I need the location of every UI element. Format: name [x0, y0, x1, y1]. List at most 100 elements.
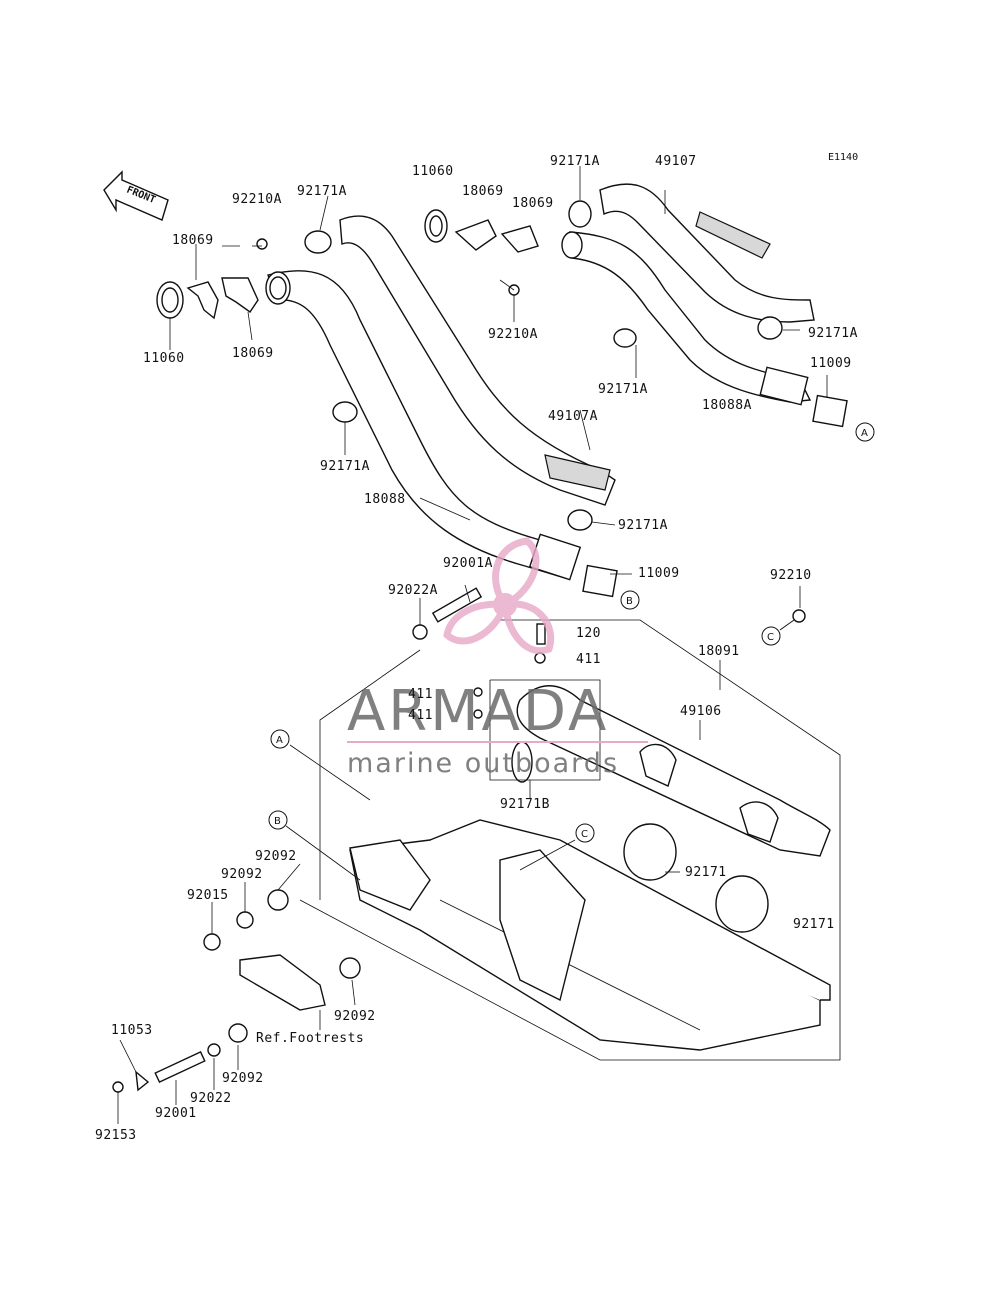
label-92171a-center: 92171A: [598, 382, 648, 397]
callout-a-lower: A: [270, 729, 290, 749]
washer-92022a: [412, 624, 428, 640]
label-92210a-left: 92210A: [232, 192, 282, 207]
damper-92092-b: [236, 911, 254, 929]
heat-cover-49107: [599, 183, 815, 323]
heat-cover-49106: [516, 685, 831, 857]
label-92022a: 92022A: [388, 583, 438, 598]
label-18091: 18091: [698, 644, 740, 659]
label-11009-mid: 11009: [638, 566, 680, 581]
label-92022: 92022: [190, 1091, 232, 1106]
label-18088: 18088: [364, 492, 406, 507]
label-92210a-mid: 92210A: [488, 327, 538, 342]
damper-92092-d: [228, 1023, 248, 1043]
bolt-92001: [154, 1050, 206, 1084]
label-92092-b: 92092: [221, 867, 263, 882]
label-411-c: 411: [408, 708, 433, 723]
label-49107a: 49107A: [548, 409, 598, 424]
label-92092-a: 92092: [255, 849, 297, 864]
clamp-92171a-mid: [567, 509, 593, 531]
clamp-92171a-top: [568, 200, 592, 228]
flange-18069-top: [454, 219, 497, 251]
footrest-bracket: [239, 954, 326, 1011]
flange-18069-lower: [221, 277, 259, 313]
label-11060-top: 11060: [412, 164, 454, 179]
label-92092-d: 92092: [222, 1071, 264, 1086]
clamp-92171a-lowleft: [332, 401, 358, 423]
label-92001a: 92001A: [443, 556, 493, 571]
clamp-92171a-center: [613, 328, 637, 348]
propeller-blade-icon: [492, 537, 540, 610]
label-120: 120: [576, 626, 601, 641]
watermark-logo: ARMADA marine outboards: [347, 537, 648, 779]
label-92171-b: 92171: [793, 917, 835, 932]
ref-footrests-label: Ref.Footrests: [256, 1031, 364, 1046]
watermark-brand: ARMADA: [347, 679, 609, 744]
svg-text:C: C: [767, 632, 774, 643]
collar-11053: [135, 1070, 150, 1092]
nut-92210: [792, 609, 806, 623]
label-411-b: 411: [408, 687, 433, 702]
label-92092-c: 92092: [334, 1009, 376, 1024]
label-49106: 49106: [680, 704, 722, 719]
diagram-code: E1140: [828, 152, 858, 163]
nut-92015: [203, 933, 221, 951]
svg-text:B: B: [274, 816, 281, 827]
label-92171a-left: 92171A: [297, 184, 347, 199]
callout-c-upper: C: [761, 626, 781, 646]
nut-411-c: [473, 709, 483, 719]
label-92153: 92153: [95, 1128, 137, 1143]
label-92171a-right: 92171A: [808, 326, 858, 341]
exhaust-pipe-18088: [265, 270, 582, 581]
callout-b-lower: B: [268, 810, 288, 830]
clamp-92171-lower: [715, 875, 769, 933]
nut-92210a-left: [256, 238, 268, 250]
front-arrow-icon: FRONT: [103, 170, 169, 221]
callout-c-lower: C: [575, 823, 595, 843]
muffler-bracket: [499, 849, 586, 1002]
callout-a-upper: A: [855, 422, 875, 442]
label-18069-lower: 18069: [232, 346, 274, 361]
clamp-92171-upper: [623, 823, 677, 881]
bolt-120: [536, 623, 546, 645]
muffler-18091: [349, 819, 831, 1051]
label-92210: 92210: [770, 568, 812, 583]
sleeve-11009-right: [812, 394, 848, 428]
clamp-92171a-left: [304, 230, 332, 254]
exhaust-pipe-18088a: [561, 231, 812, 406]
nut-411-b: [473, 687, 483, 697]
label-18088a: 18088A: [702, 398, 752, 413]
svg-text:A: A: [861, 428, 868, 439]
nut-411-a: [534, 652, 546, 664]
label-18069-mid: 18069: [512, 196, 554, 211]
label-92171a-mid: 92171A: [618, 518, 668, 533]
svg-text:B: B: [626, 596, 633, 607]
damper-92092-c: [339, 957, 361, 979]
label-18069-left: 18069: [172, 233, 214, 248]
sleeve-11009-mid: [582, 564, 618, 598]
label-92171-a: 92171: [685, 865, 727, 880]
washer-92022: [207, 1043, 221, 1057]
label-92015: 92015: [187, 888, 229, 903]
label-18069-top: 18069: [462, 184, 504, 199]
callout-b-upper: B: [620, 590, 640, 610]
label-11009-right: 11009: [810, 356, 852, 371]
bolt-92001a: [431, 587, 483, 623]
label-11060-left: 11060: [143, 351, 185, 366]
watermark-tagline: marine outboards: [347, 748, 619, 779]
label-11053: 11053: [111, 1023, 153, 1038]
flange-18069-mid: [500, 225, 539, 253]
svg-text:A: A: [276, 735, 283, 746]
label-92171a-lowleft: 92171A: [320, 459, 370, 474]
svg-text:C: C: [581, 829, 588, 840]
label-411-a: 411: [576, 652, 601, 667]
label-49107-top: 49107: [655, 154, 697, 169]
clamp-92171a-right: [757, 316, 783, 340]
damper-92092-a: [267, 889, 289, 911]
inlet-pipe: [349, 839, 431, 911]
flange-18069-left: [186, 281, 219, 320]
bolt-92153: [112, 1081, 124, 1093]
label-92001: 92001: [155, 1106, 197, 1121]
heat-cover-49107a: [339, 215, 616, 506]
label-92171a-top: 92171A: [550, 154, 600, 169]
